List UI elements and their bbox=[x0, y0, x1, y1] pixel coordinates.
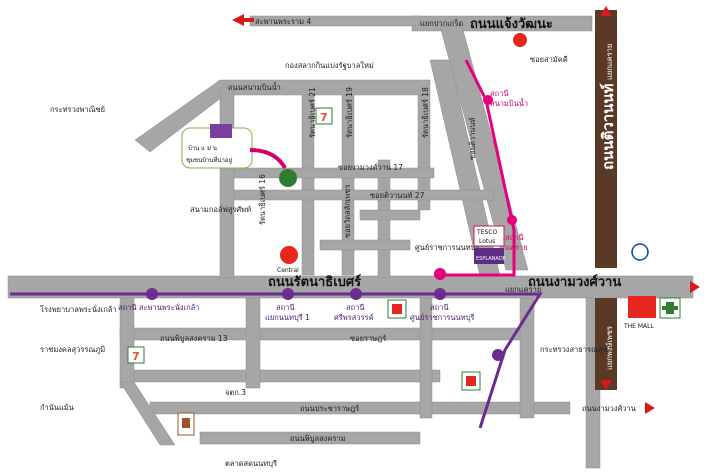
arrow-down bbox=[600, 380, 612, 390]
svg-text:7: 7 bbox=[320, 111, 328, 124]
seven-eleven-icon-2: 7 bbox=[127, 346, 145, 364]
label-sanam-golf: สนามกอล์ฟสูรศัพท์ bbox=[190, 205, 251, 214]
svg-text:ESPLANADE: ESPLANADE bbox=[476, 256, 506, 262]
label-ngamwongwan: ถนนงามวงศ์วาน bbox=[528, 274, 621, 290]
arrow-right-bottom bbox=[645, 402, 655, 414]
label-chaengwattana: ถนนแจ้งวัฒนะ bbox=[470, 16, 553, 32]
brand-logo: บ้าน แ ม่ น ชุมชนบ้านที่น่าอยู่ bbox=[181, 124, 253, 169]
label-tiwanon27: ซอยติวานนท์ 27 bbox=[370, 191, 425, 200]
label-yaek-khae-rai: แยกแคราย bbox=[505, 285, 541, 294]
pink-dot-1 bbox=[483, 95, 493, 105]
label-st2a: สถานี bbox=[276, 303, 294, 312]
road-tiwanon bbox=[439, 25, 529, 271]
station-dot-5 bbox=[492, 349, 504, 361]
arrow-up bbox=[600, 6, 612, 16]
arrow-left-top bbox=[232, 14, 244, 26]
hospital-icon bbox=[659, 297, 681, 319]
label-st4b: ศูนย์ราชการนนทบุรี bbox=[410, 313, 474, 322]
central-logo-top bbox=[513, 33, 527, 47]
label-talad: ตลาดสดนนทบุรี bbox=[225, 459, 277, 468]
road-band-north bbox=[595, 10, 617, 268]
label-st3b: ศรีพรสวรรค์ bbox=[334, 313, 374, 322]
station-dots bbox=[146, 95, 517, 361]
esplanade-logo: ESPLANADE bbox=[474, 248, 506, 264]
pink-line bbox=[438, 59, 516, 277]
label-rattanathibet: ถนนรัตนาธิเบศร์ bbox=[268, 274, 361, 290]
plaza-icon bbox=[631, 243, 649, 261]
svg-text:บ้าน แ ม่ น: บ้าน แ ม่ น bbox=[188, 145, 217, 152]
label-hospital: โรงพยาบาลพระนั่งเกล้า bbox=[40, 304, 117, 314]
label-ngamwongwan-right: ถนนงามวงศ์วาน bbox=[582, 404, 636, 413]
label-samakkhi: ซอยสามัคคี bbox=[530, 55, 568, 64]
station-dot-2 bbox=[282, 288, 294, 300]
label-gov-center: ศูนย์ราชการนนทบุรี bbox=[415, 243, 479, 252]
label-pracha-rat: ถนนประชาราษฎร์ bbox=[300, 404, 359, 413]
label-tiwanon-south: แยกพงษ์เพชร bbox=[605, 326, 614, 370]
svg-text:THE MALL: THE MALL bbox=[623, 323, 654, 330]
label-pink1a: สถานี bbox=[490, 89, 508, 98]
label-soi-wat-salak: ซอยวัดสลักเพชร bbox=[343, 185, 352, 238]
label-sanambinnam: ถนนสนามบินน้ำ bbox=[228, 82, 281, 92]
label-phibun13: ถนนพิบูลสงคราม 13 bbox=[160, 334, 228, 343]
label-st4a: สถานี bbox=[430, 303, 448, 312]
arrow-right-main bbox=[690, 281, 700, 293]
station-dot-1 bbox=[146, 288, 158, 300]
label-st3a: สถานี bbox=[346, 303, 364, 312]
pink-dot-2 bbox=[507, 215, 517, 225]
label-st1: สถานี สะพานพระนั่งเกล้า bbox=[118, 302, 199, 312]
central-small-logo-2 bbox=[461, 371, 481, 391]
label-pink2b: แคราย bbox=[505, 243, 528, 252]
road-band-south bbox=[595, 298, 617, 390]
brand-marker bbox=[279, 169, 297, 187]
label-ngamwongwan17: ซอยงามวงศ์วาน 17 bbox=[338, 163, 403, 172]
label-pink2a: สถานี bbox=[505, 233, 523, 242]
label-soi-ratsadon: ซอยราษฎร์ bbox=[350, 334, 386, 343]
label-tiwanon: ถนนติวานนท์ bbox=[599, 83, 617, 170]
station-dot-3 bbox=[350, 288, 362, 300]
brand-arrow bbox=[249, 148, 287, 170]
label-soi19: รัตนาธิเบศร์ 19 bbox=[345, 87, 354, 138]
label-soi18: รัตนาธิเบศร์ 18 bbox=[421, 87, 430, 138]
label-ratchamongkol: ราชมงคลสุวรรณภูมิ bbox=[40, 345, 105, 354]
svg-text:7: 7 bbox=[132, 350, 140, 363]
seven-eleven-icon: 7 bbox=[315, 107, 333, 125]
label-soi16: รัตนาธิเบศร์ 16 bbox=[258, 174, 267, 225]
svg-text:Lotus: Lotus bbox=[479, 238, 495, 245]
svg-text:Central: Central bbox=[277, 267, 299, 274]
label-st2b: แยกนนทบุรี 1 bbox=[265, 313, 310, 322]
label-yaek-plaza: แยกปากเกร็ด bbox=[420, 18, 463, 28]
label-ministry-commerce: กระทรวงพาณิชย์ bbox=[50, 105, 105, 114]
label-soi3: จตก.3 bbox=[225, 388, 246, 397]
mall-logo: THE MALL bbox=[623, 296, 656, 330]
label-tiwanon-north: แยกแคราย bbox=[605, 44, 614, 80]
label-soi21: รัตนาธิเบศร์ 21 bbox=[308, 87, 317, 138]
bank-icon bbox=[177, 412, 195, 436]
svg-text:TESCO: TESCO bbox=[476, 229, 497, 236]
tesco-lotus-logo: TESCO Lotus bbox=[473, 225, 505, 247]
purple-line-branch bbox=[478, 292, 543, 429]
label-saphan: สะพานพระราม 4 bbox=[255, 17, 311, 26]
label-pink1b: สนามบินน้ำ bbox=[490, 98, 528, 108]
svg-text:ชุมชนบ้านที่น่าอยู่: ชุมชนบ้านที่น่าอยู่ bbox=[186, 156, 232, 164]
label-gov-lottery: กองสลากกินแบ่งรัฐบาลใหม่ bbox=[285, 61, 374, 70]
central-small-logo bbox=[387, 299, 407, 319]
station-dot-4 bbox=[434, 288, 446, 300]
pink-dot-3 bbox=[434, 268, 446, 280]
label-phibun-songkhram: ถนนพิบูลสงคราม bbox=[290, 434, 346, 443]
label-ministry-health: กระทรวงสาธารณสุข bbox=[540, 345, 608, 354]
label-soi-tiwanon: ซอยติวานนท์ bbox=[468, 117, 477, 160]
central-logo: Central bbox=[277, 246, 299, 274]
label-kamnan: กำนันแม้น bbox=[40, 403, 74, 412]
